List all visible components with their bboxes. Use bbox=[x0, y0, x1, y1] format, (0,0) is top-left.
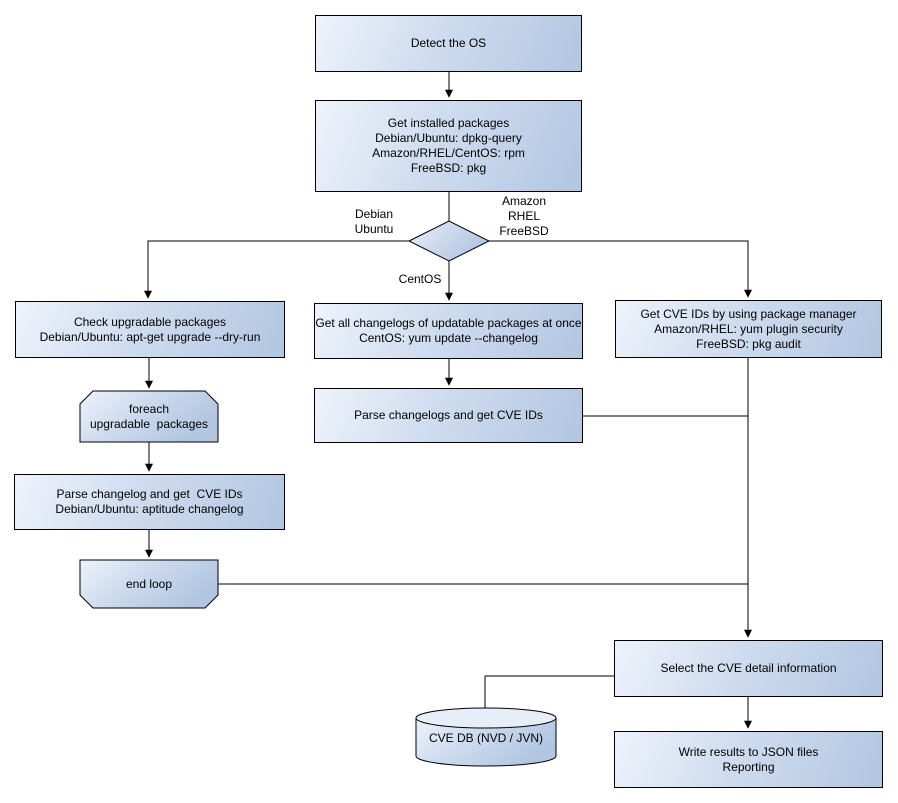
end-loop-shape bbox=[79, 559, 219, 609]
cve-db-cylinder-top bbox=[415, 707, 557, 729]
node-get-all-changelogs: Get all changelogs of updatable packages… bbox=[314, 303, 583, 359]
node-parse-changelogs: Parse changelogs and get CVE IDs bbox=[314, 388, 583, 443]
edge-decision-to-get-cve-ids bbox=[489, 240, 752, 298]
node-write-results: Write results to JSON files Reporting bbox=[614, 731, 883, 788]
edge-label-debian-ubuntu: Debian Ubuntu bbox=[354, 207, 394, 236]
node-parse-changelog-left: Parse changelog and get CVE IDs Debian/U… bbox=[14, 474, 285, 530]
edge-decision-to-check-upgradable bbox=[144, 240, 409, 299]
node-get-cve-ids-pkg-manager: Get CVE IDs by using package manager Ama… bbox=[615, 300, 882, 358]
node-get-installed-packages: Get installed packages Debian/Ubuntu: dp… bbox=[315, 100, 582, 192]
edge-label-centos: CentOS bbox=[398, 272, 442, 286]
node-cve-db-label: CVE DB (NVD / JVN) bbox=[428, 730, 543, 745]
cve-db-cylinder-body bbox=[415, 718, 557, 767]
node-select-cve-detail: Select the CVE detail information bbox=[614, 640, 883, 697]
edge-label-amazon-rhel-freebsd: Amazon RHEL FreeBSD bbox=[499, 194, 549, 238]
decision-os-diamond bbox=[407, 220, 491, 262]
node-detect-os: Detect the OS bbox=[315, 15, 582, 72]
node-foreach-loop-label: foreach upgradable packages bbox=[89, 401, 209, 431]
node-check-upgradable-packages: Check upgradable packages Debian/Ubuntu:… bbox=[15, 301, 285, 358]
node-end-loop-label: end loop bbox=[125, 576, 173, 591]
foreach-loop-shape bbox=[79, 390, 219, 443]
edge-select-to-cvedb bbox=[484, 675, 614, 708]
